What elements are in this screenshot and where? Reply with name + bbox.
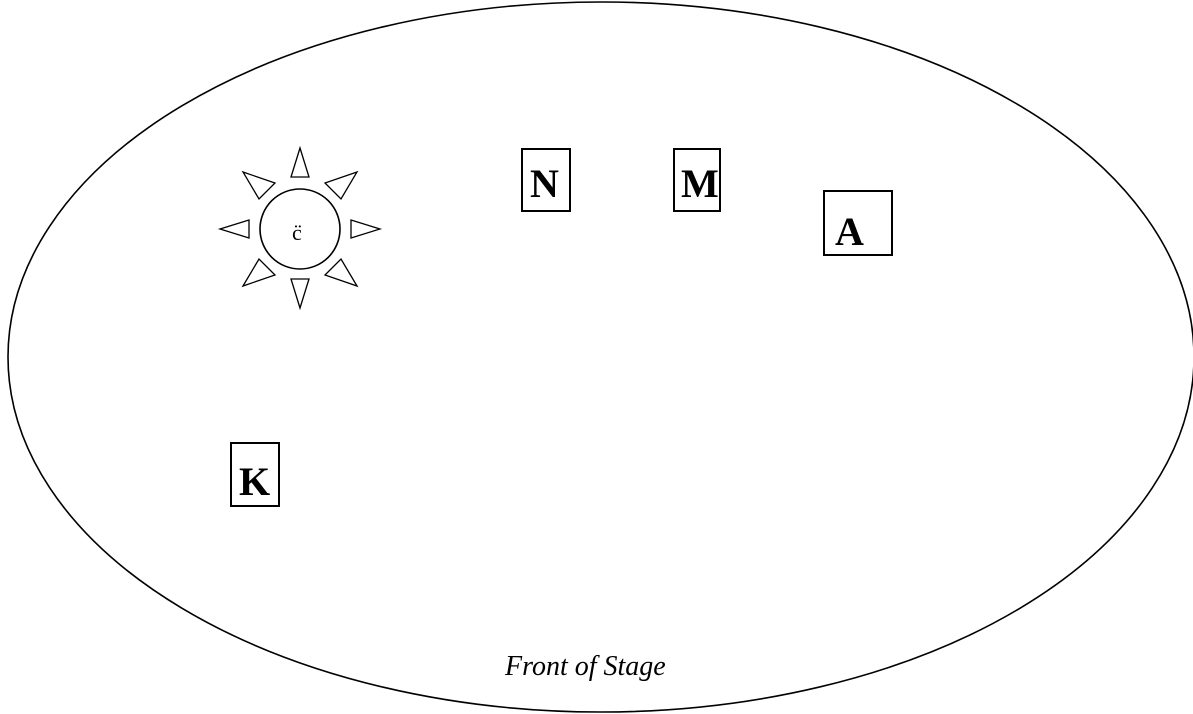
- sun-icon-ray-n: [290, 145, 310, 178]
- sun-icon: c̈: [217, 145, 383, 311]
- sun-icon-ray-ne: [323, 170, 359, 201]
- sun-icon-ray-sw: [241, 257, 277, 288]
- front-of-stage-label: Front of Stage: [505, 651, 666, 682]
- sun-icon-ray-w: [217, 219, 250, 239]
- position-box-n: N: [521, 148, 571, 212]
- position-box-m: M: [673, 148, 721, 212]
- sun-icon-face: c̈: [292, 220, 302, 245]
- sun-icon-ray-se: [323, 257, 359, 288]
- position-box-k: K: [230, 442, 280, 507]
- sun-icon-ray-e: [350, 219, 383, 239]
- position-box-a: A: [823, 190, 893, 256]
- stage-ellipse: [7, 1, 1193, 713]
- sun-icon-ray-nw: [241, 170, 277, 201]
- sun-icon-ray-s: [290, 278, 310, 311]
- sun-icon-core: [259, 188, 341, 270]
